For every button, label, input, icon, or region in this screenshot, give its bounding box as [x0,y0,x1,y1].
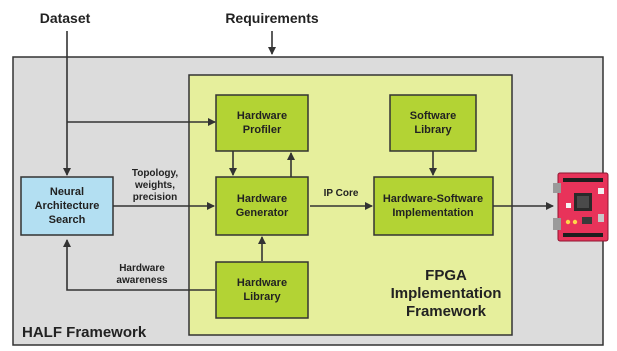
half-framework-title: HALF Framework [22,324,147,341]
library-to-nas-arrow [63,239,215,291]
impl-line1: Hardware-Software [383,193,483,205]
generator-line2: Generator [236,207,289,219]
fpga-framework-title-line3: Framework [406,303,487,320]
fpga-framework-title-line2: Implementation [391,285,502,302]
software-library-box [389,94,477,152]
profiler-line1: Hardware [237,110,287,122]
hardware-generator-box [215,176,309,236]
profiler-line2: Profiler [243,124,282,136]
hwlib-line1: Hardware [237,277,287,289]
hw-awareness-line1: Hardware [119,263,165,274]
ip-core-label: IP Core [324,188,359,199]
nas-line1: Neural [50,186,84,198]
fpga-framework-title-line1: FPGA [425,267,467,284]
fpga-board-icon [553,172,609,242]
nas-line2: Architecture [35,200,100,212]
swlib-line1: Software [410,110,456,122]
connectors [63,31,554,291]
topology-label-line1: Topology, [132,168,179,179]
hw-sw-implementation-box [373,176,494,236]
nas-box [20,176,114,236]
requirements-label: Requirements [225,10,319,26]
hardware-profiler-box [215,94,309,152]
dataset-label: Dataset [40,10,91,26]
topology-label-line3: precision [133,192,177,203]
generator-line1: Hardware [237,193,287,205]
swlib-line2: Library [414,124,452,136]
hardware-library-box [215,261,309,319]
topology-label-line2: weights, [134,180,175,191]
hwlib-line2: Library [243,291,281,303]
hw-awareness-line2: awareness [116,275,168,286]
nas-line3: Search [49,214,86,226]
impl-line2: Implementation [392,207,474,219]
